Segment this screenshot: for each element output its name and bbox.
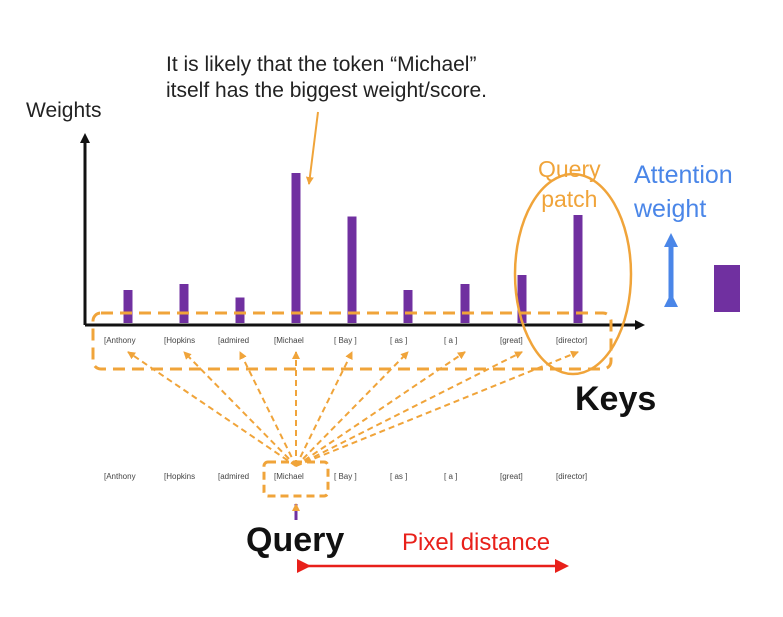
query-token: [admired <box>218 472 250 481</box>
query-patch-label: Query patch <box>538 154 601 214</box>
query-patch-label-line-1: Query <box>538 156 601 182</box>
query-key-arrow <box>295 351 409 467</box>
key-token-row: [Anthony [Hopkins [admired [Michael [ Ba… <box>104 336 614 352</box>
weight-bar <box>403 290 413 323</box>
query-key-arrow <box>239 351 297 467</box>
weight-bar <box>123 290 133 323</box>
key-token: [ a ] <box>444 336 458 345</box>
key-token: [Michael <box>274 336 304 345</box>
key-token: [ as ] <box>390 336 408 345</box>
query-token: [ Bay ] <box>334 472 357 481</box>
query-key-arrow <box>295 351 523 467</box>
weight-bar <box>235 297 245 323</box>
weight-bar <box>517 275 527 323</box>
query-patch-label-line-2: patch <box>541 186 598 212</box>
query-token: [Hopkins <box>164 472 196 481</box>
query-label: Query <box>246 521 345 559</box>
key-token: [Hopkins <box>164 336 196 345</box>
attention-weight-label: Attention weight <box>634 158 733 226</box>
weight-bar <box>347 216 357 323</box>
query-key-arrow <box>183 351 297 467</box>
keys-dashed-box <box>91 311 613 371</box>
y-axis-label: Weights <box>26 99 102 122</box>
annotation-text: It is likely that the token “Michael” it… <box>166 52 487 104</box>
query-key-arrow <box>295 351 466 467</box>
query-token: [ a ] <box>444 472 458 481</box>
weight-bar <box>573 215 583 323</box>
weight-bars <box>123 173 583 323</box>
query-token: [ as ] <box>390 472 408 481</box>
annotation-line-1: It is likely that the token “Michael” <box>166 53 477 76</box>
attention-weight-label-line-1: Attention <box>634 161 733 189</box>
query-key-arrows <box>127 350 579 467</box>
attention-weight-label-line-2: weight <box>634 195 707 223</box>
key-token: [great] <box>500 336 523 345</box>
query-key-arrow <box>295 351 353 467</box>
weight-bar <box>460 284 470 323</box>
query-token: [Michael <box>274 472 304 481</box>
key-token: [ Bay ] <box>334 336 357 345</box>
query-token: [Anthony <box>104 472 136 481</box>
attention-weight-swatch <box>714 265 740 312</box>
annotation-pointer-arrow <box>305 111 319 185</box>
annotation-line-2: itself has the biggest weight/score. <box>166 79 488 102</box>
query-key-arrow <box>295 350 579 467</box>
query-token-row: [Anthony [Hopkins [admired [Michael [ Ba… <box>104 472 614 488</box>
keys-label: Keys <box>575 380 657 418</box>
query-token: [great] <box>500 472 523 481</box>
weight-bar <box>179 284 189 323</box>
query-token: [director] <box>556 472 588 481</box>
query-patch-ellipse <box>513 172 633 376</box>
key-token: [admired <box>218 336 250 345</box>
key-token: [Anthony <box>104 336 136 345</box>
query-key-arrow <box>127 351 297 467</box>
weight-bar <box>291 173 301 323</box>
pixel-distance-label: Pixel distance <box>402 529 551 556</box>
key-token: [director] <box>556 336 588 345</box>
